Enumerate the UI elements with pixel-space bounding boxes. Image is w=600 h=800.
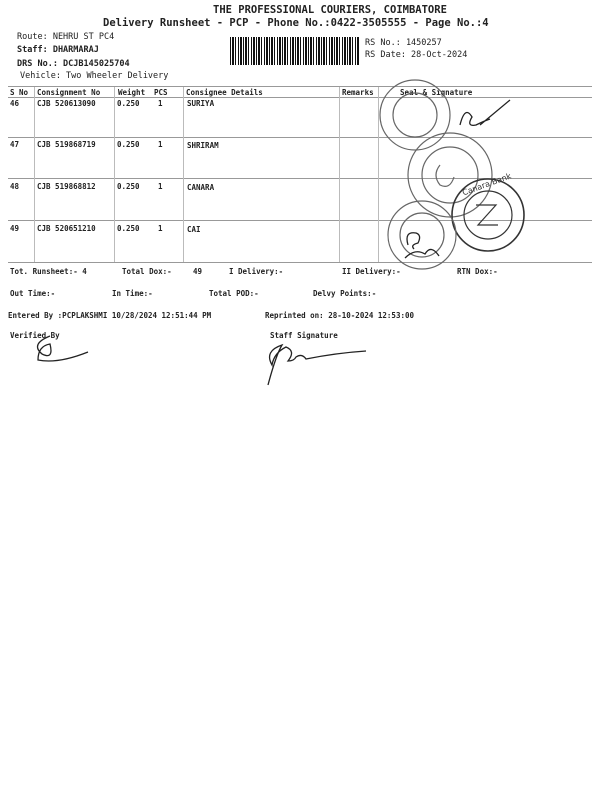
i-delivery: I Delivery:- [229,267,284,276]
col-pcs: PCS [154,88,168,97]
consignee: CAI [187,225,201,234]
divider [8,97,592,98]
round-stamp [407,132,493,218]
signature [404,232,440,259]
consignee: SHRIRAM [187,141,219,150]
signature [459,99,511,126]
barcode [230,37,360,65]
weight: 0.250 [117,140,140,149]
reprinted-on: Reprinted on: 28-10-2024 12:53:00 [265,311,415,320]
col-seal: Seal & Signature [400,88,473,97]
col-weight: Weight [118,88,146,97]
col-sno: S No [10,88,29,97]
consignment-no: CJB 520613090 [37,99,96,108]
divider [8,220,592,221]
sno: 49 [10,224,20,233]
pcs: 1 [158,182,163,191]
stamp-text: Canara Bank [461,171,513,197]
rtn-dox: RTN Dox:- [457,267,498,276]
rs-date: RS Date: 28-Oct-2024 [365,50,468,60]
total-dox-label: Total Dox:- [122,267,172,276]
rs-number: RS No.: 1450257 [365,38,442,48]
total-dox-value: 49 [193,267,203,276]
consignee: CANARA [187,183,215,192]
divider [34,87,35,262]
pcs: 1 [158,99,163,108]
col-consignee: Consignee Details [186,88,263,97]
in-time: In Time:- [112,289,153,298]
sno: 47 [10,140,20,149]
weight: 0.250 [117,224,140,233]
consignment-no: CJB 519868812 [37,182,96,191]
round-stamp [387,200,457,270]
divider [339,87,340,262]
consignment-no: CJB 520651210 [37,224,96,233]
consignee: SURIYA [187,99,215,108]
weight: 0.250 [117,182,140,191]
verified-by: Verified By [10,331,60,340]
pcs: 1 [158,140,163,149]
drs-number: DRS No.: DCJB145025704 [17,59,130,69]
delvy-points: Delvy Points:- [313,289,377,298]
staff-signature [267,343,367,386]
tot-runsheet: Tot. Runsheet:- 4 [10,267,87,276]
company-name: THE PROFESSIONAL COURIERS, COIMBATORE [213,4,447,16]
divider [114,87,115,262]
ii-delivery: II Delivery:- [342,267,401,276]
runsheet-title: Delivery Runsheet - PCP - Phone No.:0422… [103,17,489,29]
staff: Staff: DHARMARAJ [17,45,99,55]
col-remarks: Remarks [342,88,374,97]
canara-bank-stamp [451,178,525,252]
out-time: Out Time:- [10,289,56,298]
divider [378,87,379,262]
pcs: 1 [158,224,163,233]
divider [8,262,592,263]
col-consignment: Consignment No [37,88,101,97]
consignment-no: CJB 519868719 [37,140,96,149]
divider [8,137,592,138]
sno: 48 [10,182,20,191]
divider [8,86,592,87]
divider [183,87,184,262]
entered-by: Entered By :PCPLAKSHMI 10/28/2024 12:51:… [8,311,212,320]
sno: 46 [10,99,20,108]
divider [8,178,592,179]
staff-signature-label: Staff Signature [270,331,338,340]
total-pod: Total POD:- [209,289,259,298]
vehicle: Vehicle: Two Wheeler Delivery [20,71,169,81]
route: Route: NEHRU ST PC4 [17,32,115,42]
weight: 0.250 [117,99,140,108]
